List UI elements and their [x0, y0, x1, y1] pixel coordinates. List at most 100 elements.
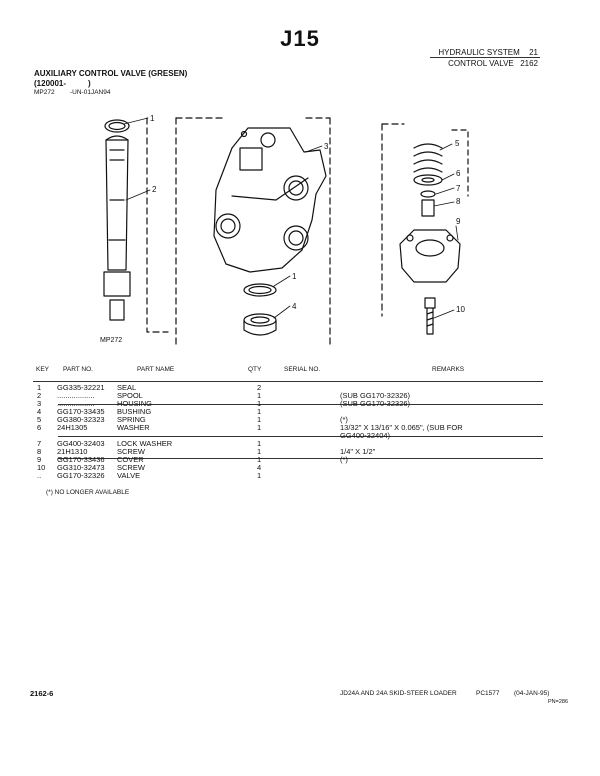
- col-key-header: KEY: [36, 366, 50, 373]
- row-part-no: GG170-32326: [57, 471, 105, 480]
- callout-3: 3: [324, 142, 329, 151]
- table-group-rule-1: [58, 404, 543, 405]
- row-qty: 1: [257, 455, 262, 464]
- footer-pn: PN=286: [548, 699, 569, 705]
- table-top-rule: [33, 381, 543, 382]
- cover-screw-part: [424, 297, 436, 335]
- section-title: AUXILIARY CONTROL VALVE (GRESEN): [34, 69, 188, 78]
- row-part-name: SCREW: [117, 463, 145, 472]
- row-part-name: SCREW: [117, 447, 145, 456]
- footer-date: (04-JAN-95): [514, 690, 550, 697]
- row-part-no: GG400-32403: [57, 439, 105, 448]
- serial-start: (120001-: [34, 79, 67, 88]
- row-qty: 1: [257, 439, 262, 448]
- footer-catalog: PC1577: [476, 690, 500, 697]
- valve-housing-part: [213, 127, 327, 273]
- table-row: 9 GG170-33436 COVER 1 (*): [0, 456, 600, 464]
- row-key: 9: [37, 455, 42, 464]
- spool-part: [105, 135, 129, 141]
- washer-part: [413, 174, 443, 186]
- footer-model: JD24A AND 24A SKID-STEER LOADER: [340, 690, 457, 697]
- row-part-no: GG310-32473: [57, 463, 105, 472]
- callout-9: 9: [456, 217, 461, 226]
- row-key: 6: [37, 423, 42, 432]
- callout-2: 2: [152, 185, 157, 194]
- table-row: 8 21H1310 SCREW 1 1/4" X 1/2": [0, 448, 600, 456]
- illustration-code: MP272: [34, 89, 55, 96]
- table-row: 4 GG170-33435 BUSHING 1: [0, 408, 600, 416]
- row-key: 8: [37, 447, 42, 456]
- table-group-rule-3: [58, 458, 543, 459]
- table-row: 6 24H1305 WASHER 1 13/32" X 13/16" X 0.065",…: [0, 424, 600, 432]
- callout-6: 6: [456, 169, 461, 178]
- row-part-name: WASHER: [117, 423, 150, 432]
- col-qty-header: QTY: [248, 366, 262, 373]
- row-key: 5: [37, 415, 42, 424]
- row-part-no: GG335-32221: [57, 383, 105, 392]
- table-group-rule-2: [58, 436, 543, 437]
- row-qty: 1: [257, 415, 262, 424]
- row-remarks: (*): [340, 455, 348, 464]
- callout-5: 5: [455, 139, 460, 148]
- row-qty: 2: [257, 383, 262, 392]
- row-remarks: 1/4" X 1/2": [340, 447, 376, 456]
- header-system-number: 21: [529, 48, 538, 57]
- serial-end: ): [88, 79, 91, 88]
- row-remarks: GG400-32404): [340, 431, 391, 440]
- row-key: 4: [37, 407, 42, 416]
- row-part-name: HOUSING: [117, 399, 153, 408]
- row-part-name: VALVE: [117, 471, 141, 480]
- row-part-name: SEAL: [117, 383, 137, 392]
- row-key: ..: [37, 471, 42, 480]
- header-divider: [430, 57, 540, 58]
- illustration-date: -UN-01JAN94: [70, 89, 111, 96]
- callout-1b: 1: [292, 272, 297, 281]
- row-remarks: (SUB GG170-32326): [340, 391, 411, 400]
- exploded-parts-diagram: 1 2 3 1 4 5 6 7 8 9 10 MP272: [100, 114, 469, 347]
- col-part-name-header: PART NAME: [137, 366, 175, 373]
- row-part-name: LOCK WASHER: [117, 439, 173, 448]
- table-row: 10 GG310-32473 SCREW 4: [0, 464, 600, 472]
- row-part-no: ..................: [57, 399, 95, 408]
- col-remarks-header: REMARKS: [432, 366, 465, 373]
- row-qty: 1: [257, 391, 262, 400]
- row-part-name: COVER: [117, 455, 144, 464]
- footnote: (*) NO LONGER AVAILABLE: [46, 489, 130, 496]
- row-qty: 4: [257, 463, 262, 472]
- row-part-name: SPOOL: [117, 391, 143, 400]
- header-group-number: 2162: [520, 59, 538, 68]
- spring-part: [413, 143, 443, 173]
- row-remarks: 13/32" X 13/16" X 0.065", (SUB FOR: [340, 423, 463, 432]
- row-key: 10: [37, 463, 46, 472]
- callout-4: 4: [292, 302, 297, 311]
- callout-8: 8: [456, 197, 461, 206]
- row-part-no: GG170-33435: [57, 407, 105, 416]
- col-part-no-header: PART NO.: [63, 366, 93, 373]
- row-remarks: (SUB GG170-32326): [340, 399, 411, 408]
- callout-10: 10: [456, 305, 465, 314]
- seal-ring-part: [104, 119, 130, 133]
- row-qty: 1: [257, 471, 262, 480]
- callout-7: 7: [456, 184, 461, 193]
- row-qty: 1: [257, 447, 262, 456]
- row-part-no: GG170-33436: [57, 455, 105, 464]
- row-key: 1: [37, 383, 42, 392]
- row-qty: 1: [257, 407, 262, 416]
- row-part-name: BUSHING: [117, 407, 152, 416]
- row-part-no: GG380-32323: [57, 415, 105, 424]
- row-part-no: 21H1310: [57, 447, 88, 456]
- col-serial-header: SERIAL NO.: [284, 366, 321, 373]
- serial-range: (120001-): [34, 79, 91, 88]
- housing-seal-part: [243, 283, 277, 297]
- header-system: HYDRAULIC SYSTEM 21: [438, 48, 538, 57]
- row-part-no: 24H1305: [57, 423, 88, 432]
- row-qty: 1: [257, 423, 262, 432]
- left-bracket-line: [146, 117, 169, 333]
- table-row: 1 GG335-32221 SEAL 2: [0, 384, 600, 392]
- row-remarks: (*): [340, 415, 348, 424]
- figure-label: MP272: [100, 337, 122, 344]
- header-group-label: CONTROL VALVE: [448, 59, 514, 68]
